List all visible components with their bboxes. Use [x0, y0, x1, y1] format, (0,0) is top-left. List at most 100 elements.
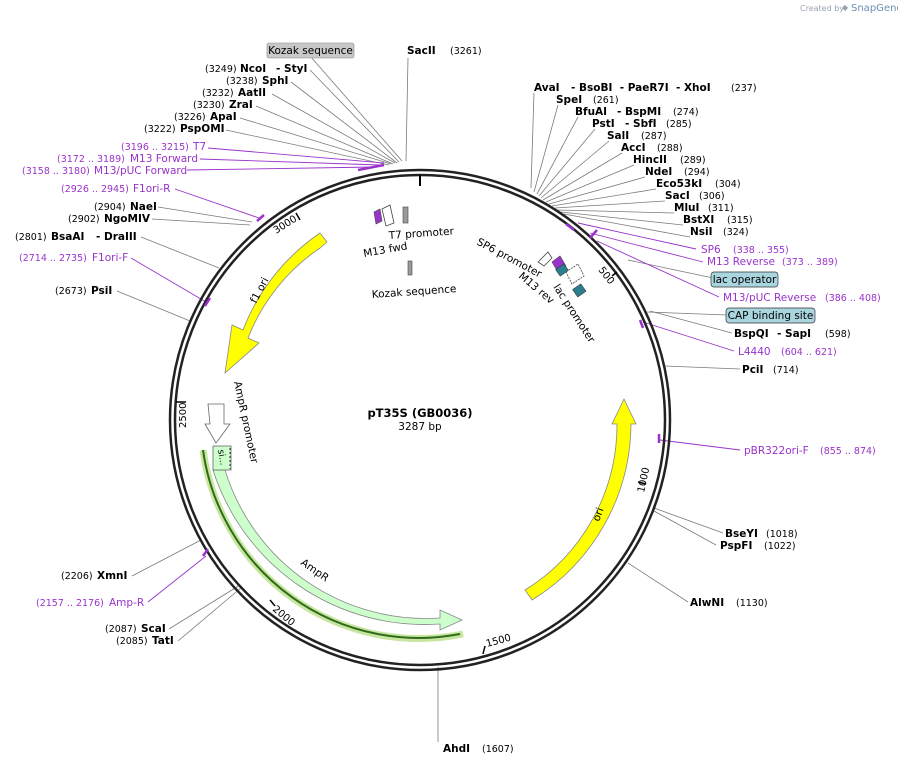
- enzyme-name[interactable]: Eco53kI: [656, 178, 702, 190]
- enzyme-name[interactable]: PsiI: [91, 285, 112, 297]
- enzyme-name[interactable]: SacI: [665, 190, 690, 202]
- cap-binding-box[interactable]: [725, 307, 816, 324]
- enzyme-pos: (2087): [105, 624, 137, 635]
- primer-name[interactable]: M13 Reverse: [707, 256, 775, 268]
- f1-ori-feature[interactable]: [224, 232, 328, 375]
- enzyme-name[interactable]: SpeI: [556, 94, 582, 106]
- kozak-inner-feature[interactable]: [407, 260, 413, 276]
- enzyme-name[interactable]: TatI: [152, 635, 174, 647]
- enzyme-extra[interactable]: - SapI: [777, 328, 811, 340]
- enzyme-ahdi-pos: (1607): [482, 744, 514, 755]
- enzyme-name[interactable]: ZraI: [229, 99, 253, 111]
- tick-label-2500: 2500: [178, 403, 189, 428]
- enzyme-name[interactable]: AlwNI: [690, 597, 724, 609]
- ampr-feature[interactable]: [212, 469, 463, 631]
- enzyme-name[interactable]: XmnI: [97, 570, 127, 582]
- left-primer-labels: (3196 .. 3215) T7 (3172 .. 3189) M13 For…: [19, 141, 206, 609]
- created-by-text: Created by: [800, 4, 844, 13]
- enzyme-extra[interactable]: - SbfI: [625, 118, 657, 130]
- primer-pos: (373 .. 389): [782, 257, 838, 268]
- enzyme-pos: (287): [641, 131, 667, 142]
- ampr-highlight: [199, 449, 464, 642]
- ampr-promoter-feature[interactable]: [204, 403, 231, 444]
- ori-label: ori: [591, 506, 607, 523]
- enzyme-name[interactable]: NaeI: [130, 201, 157, 213]
- primer-name[interactable]: Amp-R: [109, 597, 144, 609]
- enzyme-name[interactable]: PspFI: [720, 540, 752, 552]
- primer-name[interactable]: SP6: [701, 244, 721, 256]
- enzyme-name[interactable]: NdeI: [645, 166, 672, 178]
- primer-name[interactable]: F1ori-R: [133, 183, 170, 195]
- enzyme-pos: (3230): [193, 100, 225, 111]
- m13-fwd-label: M13 fwd: [362, 240, 408, 260]
- primer-pos: (386 .. 408): [825, 293, 881, 304]
- enzyme-name[interactable]: BsaAI: [51, 231, 84, 243]
- enzyme-name[interactable]: BfuAI: [575, 106, 607, 118]
- backbone-outer-ring: [168, 168, 672, 672]
- enzyme-name[interactable]: AccI: [621, 142, 645, 154]
- right-primer-labels: SP6 (338 .. 355) M13 Reverse (373 .. 389…: [701, 244, 881, 457]
- primer-name[interactable]: M13/pUC Reverse: [723, 292, 816, 304]
- enzyme-pos: (3232): [202, 88, 234, 99]
- primer-pos: (855 .. 874): [820, 446, 876, 457]
- signal-sequence-feature[interactable]: [212, 445, 232, 471]
- enzyme-name[interactable]: MluI: [674, 202, 699, 214]
- enzyme-name[interactable]: NcoI: [240, 63, 266, 75]
- primer-pos: (3158 .. 3180): [22, 166, 90, 177]
- ori-feature[interactable]: [524, 398, 637, 601]
- left-enzyme-labels: (3249) NcoI - StyI (3238) SphI (3232) Aa…: [15, 63, 307, 647]
- enzyme-pos: (1022): [764, 541, 796, 552]
- enzyme-name[interactable]: NsiI: [690, 226, 713, 238]
- enzyme-name[interactable]: PstI: [592, 118, 615, 130]
- enzyme-extra[interactable]: - DraIII: [96, 231, 137, 243]
- lac-promoter-feature[interactable]: [565, 263, 585, 285]
- enzyme-name[interactable]: PspOMI: [180, 123, 225, 135]
- enzyme-ahdi[interactable]: AhdI: [443, 743, 470, 755]
- enzyme-name[interactable]: ApaI: [210, 111, 237, 123]
- t7-promoter-feature[interactable]: [381, 204, 395, 227]
- primer-pos: (2926 .. 2945): [61, 184, 129, 195]
- primer-name[interactable]: M13/pUC Forward: [94, 165, 187, 177]
- primer-name[interactable]: M13 Forward: [130, 153, 198, 165]
- enzyme-pos: (2801): [15, 232, 47, 243]
- enzyme-name[interactable]: PciI: [742, 364, 763, 376]
- sp6-promoter-feature[interactable]: [537, 251, 553, 267]
- m13-fwd-primer-mark: [373, 208, 383, 225]
- enzyme-pos: (285): [666, 119, 692, 130]
- enzyme-name[interactable]: SphI: [262, 75, 288, 87]
- enzyme-name[interactable]: AatII: [238, 87, 266, 99]
- enzyme-name[interactable]: BspQI: [734, 328, 769, 340]
- primer-pos: (2157 .. 2176): [36, 598, 104, 609]
- kozak-sequence-box[interactable]: [266, 42, 355, 59]
- enzyme-extra[interactable]: - BsoBI - PaeR7I - XhoI: [571, 82, 711, 94]
- cap-binding-feature[interactable]: [572, 283, 587, 298]
- primer-name[interactable]: pBR322ori-F: [744, 445, 809, 457]
- enzyme-pos: (288): [657, 143, 683, 154]
- enzyme-pos: (2904): [94, 202, 126, 213]
- t7-promoter-label: T7 promoter: [387, 225, 455, 242]
- ampr-promoter-label: AmpR promoter: [231, 380, 260, 465]
- primer-name[interactable]: L4440: [738, 346, 771, 358]
- enzyme-name[interactable]: BseYI: [725, 528, 758, 540]
- enzyme-name[interactable]: ScaI: [141, 623, 166, 635]
- enzyme-extra[interactable]: - StyI: [276, 63, 307, 75]
- kozak-inner-label: Kozak sequence: [371, 283, 456, 301]
- enzyme-sacii[interactable]: SacII: [407, 45, 436, 57]
- kozak-top-feature[interactable]: [402, 206, 409, 224]
- primer-pos: (3196 .. 3215): [121, 142, 189, 153]
- sp6-promoter-label: SP6 promoter: [475, 236, 545, 281]
- primer-name[interactable]: T7: [192, 141, 206, 153]
- primer-name[interactable]: F1ori-F: [92, 252, 128, 264]
- enzyme-pos: (714): [773, 365, 799, 376]
- lac-operator-feature[interactable]: [555, 263, 569, 277]
- enzyme-name[interactable]: HincII: [633, 154, 667, 166]
- lac-operator-box[interactable]: [710, 271, 779, 288]
- enzyme-name[interactable]: NgoMIV: [104, 213, 151, 225]
- enzyme-name[interactable]: BstXI: [683, 214, 714, 226]
- enzyme-extra[interactable]: - BspMI: [617, 106, 661, 118]
- callout-lines: [116, 55, 741, 742]
- enzyme-pos: (289): [680, 155, 706, 166]
- enzyme-name[interactable]: SalI: [607, 130, 629, 142]
- enzyme-name[interactable]: AvaI: [534, 82, 560, 94]
